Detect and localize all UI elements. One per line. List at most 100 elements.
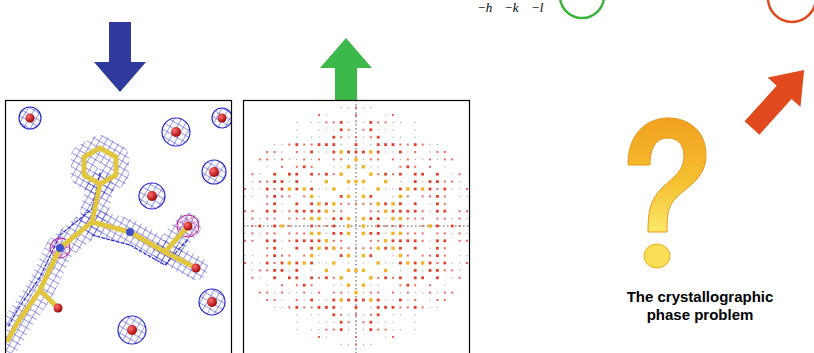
diffraction-spot (377, 151, 380, 154)
diffraction-spot (318, 173, 320, 175)
diffraction-spot (355, 122, 356, 123)
diffraction-spot (318, 306, 321, 309)
diffraction-spot (399, 144, 401, 146)
diffraction-spot (266, 239, 269, 242)
diffraction-spot (406, 239, 409, 242)
diffraction-spot (281, 195, 283, 197)
diffraction-spot (459, 270, 460, 271)
electron-density-map (5, 100, 232, 353)
diffraction-spot (325, 225, 327, 227)
diffraction-spot (325, 269, 328, 272)
diffraction-spot (377, 121, 379, 123)
diffraction-spot (451, 158, 453, 160)
diffraction-spot (274, 159, 275, 160)
diffraction-spot (369, 254, 372, 257)
diffraction-spot (266, 203, 268, 205)
diffraction-spot (318, 188, 319, 189)
diffraction-spot (325, 306, 328, 309)
diffraction-spot (377, 277, 379, 279)
diffraction-spot (384, 202, 387, 205)
diffraction-spot (281, 248, 282, 249)
diffraction-spot (466, 255, 467, 256)
diffraction-spot (332, 313, 335, 316)
diffraction-spot (377, 210, 379, 212)
diffraction-spot (437, 159, 438, 160)
diffraction-spot (296, 225, 297, 226)
diffraction-spot (259, 262, 260, 263)
diffraction-spot (414, 202, 417, 205)
diffraction-spot (400, 122, 401, 123)
diffraction-spot (295, 180, 298, 183)
diffraction-spot (310, 188, 313, 191)
diffraction-spot (266, 151, 268, 153)
diffraction-spot (296, 122, 297, 123)
diffraction-spot (362, 269, 365, 272)
diffraction-spot (317, 247, 320, 250)
diffraction-spot (355, 329, 356, 330)
diffraction-spot (362, 254, 365, 257)
diffraction-spot (347, 269, 350, 272)
diffraction-spot (459, 196, 460, 197)
diffraction-spot (437, 307, 438, 308)
diffraction-spot (377, 202, 380, 205)
diffraction-spot (340, 240, 342, 242)
diffraction-spot (363, 329, 364, 330)
diffraction-spot (332, 306, 335, 309)
diffraction-spot (251, 210, 253, 212)
diffraction-spot (332, 136, 335, 139)
diffraction-spot (415, 225, 416, 226)
diffraction-spot (289, 159, 290, 160)
diffraction-spot (429, 188, 432, 191)
diffraction-spot (436, 299, 438, 301)
diffraction-spot (452, 233, 453, 234)
diffraction-spot (355, 203, 357, 205)
diffraction-spot (414, 239, 417, 242)
diffraction-spot (341, 144, 342, 145)
diffraction-spot (369, 121, 372, 124)
diffraction-spot (318, 299, 319, 300)
diffraction-spot (385, 121, 387, 123)
diffraction-spot (333, 121, 335, 123)
diffraction-spot (422, 181, 423, 182)
diffraction-spot (274, 218, 276, 220)
diffraction-spot (377, 217, 380, 220)
diffraction-spot (400, 314, 401, 315)
diffraction-spot (355, 306, 358, 309)
diffraction-spot (281, 180, 284, 183)
diffraction-spot (414, 151, 416, 153)
diffraction-spot (259, 188, 260, 189)
diffraction-spot (437, 292, 438, 293)
diffraction-spot (347, 195, 350, 198)
diffraction-spot (325, 276, 328, 279)
diffraction-spot (392, 262, 393, 263)
diffraction-spot (362, 151, 365, 154)
highlight-circle (768, 0, 814, 22)
diffraction-spot (384, 180, 387, 183)
diffraction-spot (348, 129, 350, 131)
diffraction-spot (399, 210, 402, 213)
diffraction-spot (340, 150, 343, 153)
diffraction-spot (370, 144, 371, 145)
diffraction-spot (429, 269, 432, 272)
diffraction-spot (318, 322, 319, 323)
diffraction-spot (295, 276, 298, 279)
diffraction-spot (318, 255, 319, 256)
diffraction-spot (436, 239, 439, 242)
diffraction-spot (266, 188, 269, 191)
diffraction-spot (273, 254, 276, 257)
diffraction-spot (436, 269, 439, 272)
diffraction-spot (310, 254, 313, 257)
diffraction-spot (325, 247, 328, 250)
diffraction-spot (281, 307, 282, 308)
diffraction-spot (377, 173, 379, 175)
diffraction-spot (414, 247, 417, 250)
diffraction-spot (384, 143, 387, 146)
diffraction-spot (259, 277, 260, 278)
diffraction-spot (333, 329, 335, 331)
diffraction-spot (451, 181, 453, 183)
diffraction-spot (332, 151, 335, 154)
diffraction-spot (362, 247, 364, 249)
diffraction-spot (288, 218, 290, 220)
diffraction-spot (414, 232, 416, 234)
diffraction-spot (311, 292, 312, 293)
